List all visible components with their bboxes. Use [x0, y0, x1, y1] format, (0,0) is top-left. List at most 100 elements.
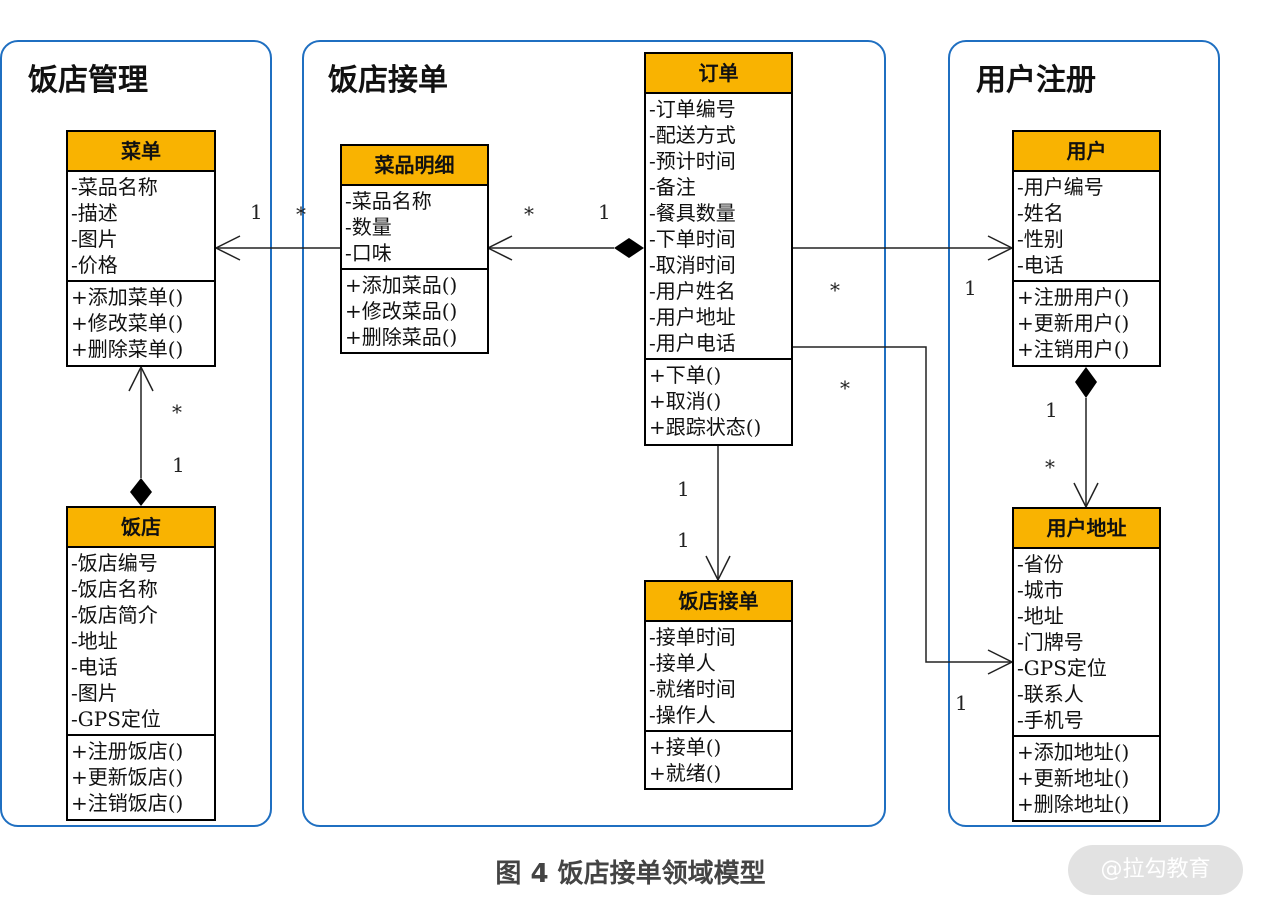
operation: +注册饭店(): [71, 739, 184, 763]
composition-diamond-restaurant: [130, 478, 152, 506]
attributes: -菜品名称 -描述 -图片 -价格: [68, 172, 214, 280]
operation: +更新用户(): [1017, 311, 1130, 335]
multiplicity-label: *: [172, 400, 182, 424]
figure-caption: 图 4 饭店接单领域模型: [495, 859, 766, 889]
class-name: 饭店: [68, 508, 214, 548]
class-name: 用户地址: [1014, 509, 1159, 549]
operation: +删除地址(): [1017, 792, 1130, 816]
operation: +修改菜品(): [345, 299, 458, 323]
attribute: -GPS定位: [1017, 656, 1107, 680]
multiplicity-label: *: [840, 376, 850, 400]
domain-title-user-registration: 用户注册: [976, 63, 1096, 98]
operation: +添加地址(): [1017, 740, 1130, 764]
composition-diamond-order: [614, 238, 644, 258]
class-name: 饭店接单: [646, 582, 791, 622]
attribute: -饭店编号: [71, 551, 158, 575]
class-order-acceptance: 饭店接单 -接单时间 -接单人 -就绪时间 -操作人 +接单() +就绪(): [644, 580, 793, 790]
class-restaurant: 饭店 -饭店编号 -饭店名称 -饭店简介 -地址 -电话 -图片 -GPS定位 …: [66, 506, 216, 821]
attribute: -口味: [345, 241, 392, 265]
multiplicity-label: 1: [598, 200, 611, 224]
domain-title-order-taking: 饭店接单: [328, 63, 448, 98]
attribute: -饭店简介: [71, 603, 158, 627]
attribute: -用户地址: [649, 305, 736, 329]
attribute: -价格: [71, 253, 118, 277]
operation: +注册用户(): [1017, 285, 1130, 309]
attribute: -联系人: [1017, 682, 1084, 706]
operation: +删除菜品(): [345, 325, 458, 349]
attribute: -描述: [71, 201, 118, 225]
attribute: -接单时间: [649, 625, 736, 649]
domain-order-taking: [302, 40, 886, 827]
operation: +注销用户(): [1017, 337, 1130, 361]
operation: +修改菜单(): [71, 311, 184, 335]
attribute: -地址: [1017, 604, 1064, 628]
attribute: -餐具数量: [649, 201, 736, 225]
class-name: 菜单: [68, 132, 214, 172]
operations: +接单() +就绪(): [646, 730, 791, 788]
multiplicity-label: *: [296, 202, 306, 226]
operations: +注册饭店() +更新饭店() +注销饭店(): [68, 734, 214, 818]
multiplicity-label: *: [830, 278, 840, 302]
domain-title-restaurant-management: 饭店管理: [28, 63, 148, 98]
attribute: -图片: [71, 227, 118, 251]
multiplicity-label: 1: [677, 477, 690, 501]
attribute: -电话: [1017, 253, 1064, 277]
multiplicity-label: 1: [964, 276, 977, 300]
operation: +添加菜品(): [345, 273, 458, 297]
class-order: 订单 -订单编号 -配送方式 -预计时间 -备注 -餐具数量 -下单时间 -取消…: [644, 52, 793, 446]
attribute: -用户姓名: [649, 279, 736, 303]
attribute: -订单编号: [649, 97, 736, 121]
attributes: -订单编号 -配送方式 -预计时间 -备注 -餐具数量 -下单时间 -取消时间 …: [646, 94, 791, 358]
attributes: -接单时间 -接单人 -就绪时间 -操作人: [646, 622, 791, 730]
attribute: -用户电话: [649, 331, 736, 355]
domain-restaurant-management: [0, 40, 272, 827]
attribute: -预计时间: [649, 149, 736, 173]
attribute: -配送方式: [649, 123, 736, 147]
attribute: -取消时间: [649, 253, 736, 277]
domain-user-registration: [948, 40, 1220, 827]
class-dish-detail: 菜品明细 -菜品名称 -数量 -口味 +添加菜品() +修改菜品() +删除菜品…: [340, 144, 489, 354]
operation: +跟踪状态(): [649, 415, 762, 439]
attribute: -手机号: [1017, 708, 1084, 732]
attribute: -菜品名称: [345, 189, 432, 213]
attribute: -下单时间: [649, 227, 736, 251]
attribute: -图片: [71, 681, 118, 705]
attribute: -GPS定位: [71, 707, 161, 731]
operation: +更新地址(): [1017, 766, 1130, 790]
attribute: -门牌号: [1017, 630, 1084, 654]
attribute: -姓名: [1017, 201, 1064, 225]
operation: +就绪(): [649, 761, 722, 785]
multiplicity-label: *: [524, 202, 534, 226]
multiplicity-label: *: [1045, 455, 1055, 479]
class-name: 用户: [1014, 132, 1159, 172]
attribute: -就绪时间: [649, 677, 736, 701]
multiplicity-label: 1: [250, 200, 263, 224]
class-menu: 菜单 -菜品名称 -描述 -图片 -价格 +添加菜单() +修改菜单() +删除…: [66, 130, 216, 367]
attribute: -城市: [1017, 578, 1064, 602]
attributes: -用户编号 -姓名 -性别 -电话: [1014, 172, 1159, 280]
arrowhead-menu-up: [128, 365, 154, 392]
multiplicity-label: 1: [677, 528, 690, 552]
operation: +下单(): [649, 363, 722, 387]
watermark: @拉勾教育: [1068, 845, 1243, 895]
attribute: -省份: [1017, 552, 1064, 576]
operations: +添加菜单() +修改菜单() +删除菜单(): [68, 280, 214, 364]
operation: +添加菜单(): [71, 285, 184, 309]
attribute: -备注: [649, 175, 696, 199]
attributes: -省份 -城市 -地址 -门牌号 -GPS定位 -联系人 -手机号: [1014, 549, 1159, 735]
attribute: -菜品名称: [71, 175, 158, 199]
attribute: -操作人: [649, 703, 716, 727]
attribute: -数量: [345, 215, 392, 239]
attributes: -饭店编号 -饭店名称 -饭店简介 -地址 -电话 -图片 -GPS定位: [68, 548, 214, 734]
class-user: 用户 -用户编号 -姓名 -性别 -电话 +注册用户() +更新用户() +注销…: [1012, 130, 1161, 367]
operations: +添加地址() +更新地址() +删除地址(): [1014, 735, 1159, 819]
operations: +注册用户() +更新用户() +注销用户(): [1014, 280, 1159, 364]
operations: +下单() +取消() +跟踪状态(): [646, 358, 791, 442]
attribute: -饭店名称: [71, 577, 158, 601]
arrowhead-menu: [214, 235, 241, 261]
operations: +添加菜品() +修改菜品() +删除菜品(): [342, 268, 487, 352]
class-user-address: 用户地址 -省份 -城市 -地址 -门牌号 -GPS定位 -联系人 -手机号 +…: [1012, 507, 1161, 822]
operation: +取消(): [649, 389, 722, 413]
